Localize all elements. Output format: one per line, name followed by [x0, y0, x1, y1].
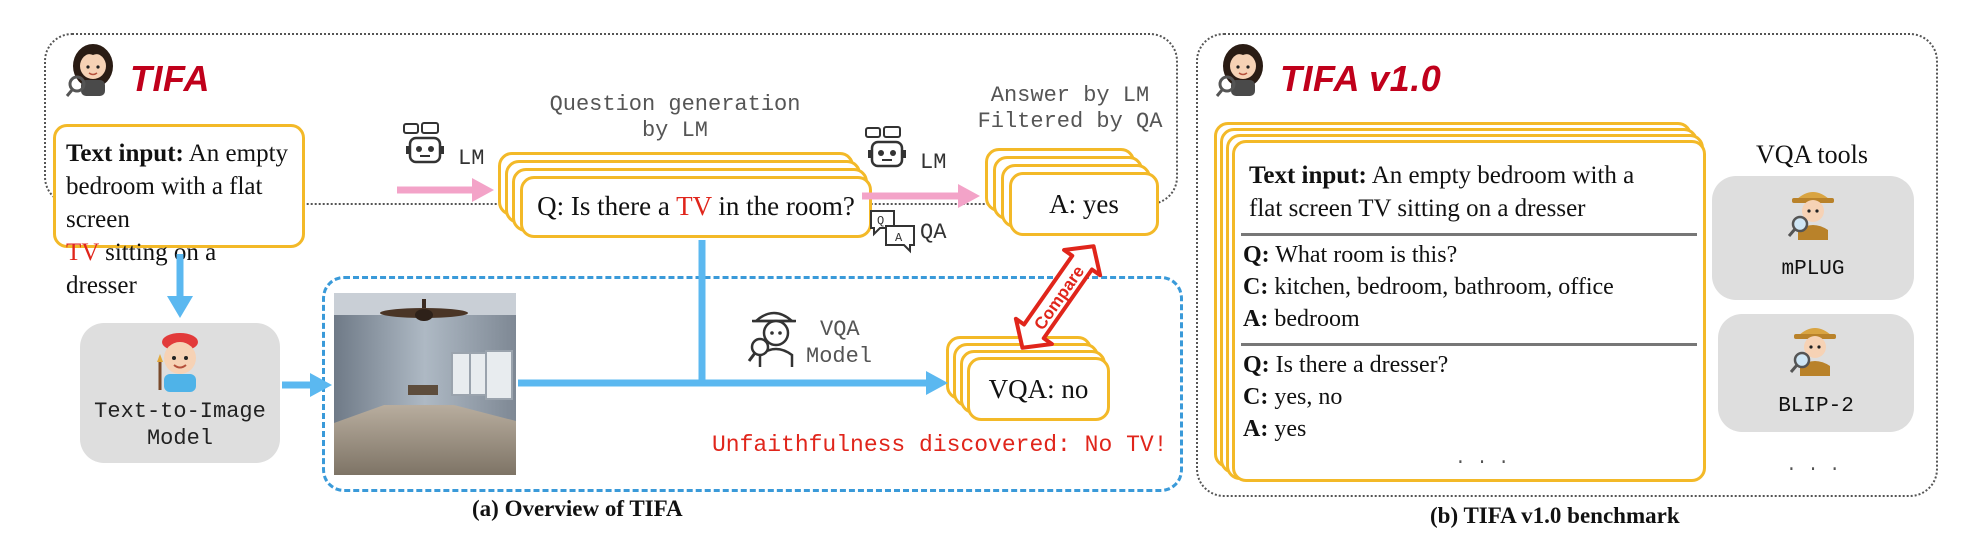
text-input-line1: An empty: [188, 140, 289, 167]
qa-chat-icon: Q A: [870, 210, 915, 254]
compare-double-arrow: Compare: [1013, 244, 1103, 350]
caption-a: (a) Overview of TIFA: [472, 496, 683, 521]
bench-text-input-label: Text input:: [1249, 162, 1367, 189]
lm-label-1: LM: [458, 146, 485, 171]
detective-blip2-icon: [1789, 328, 1836, 376]
svg-text:A: A: [895, 231, 903, 245]
bench-text-input-line1: An empty bedroom with a: [1371, 162, 1635, 189]
text-input-line2: bedroom with a flat screen: [66, 173, 263, 233]
tool-mplug-label: mPLUG: [1781, 258, 1845, 281]
girl-avatar-icon: [65, 44, 113, 97]
bench-card-ellipsis: . . .: [1455, 449, 1510, 469]
girl-avatar-icon-2: [1215, 44, 1263, 97]
question-card: Q: Is there a TV in the room?: [520, 176, 872, 238]
tools-ellipsis: . . .: [1785, 456, 1840, 476]
pink-arrow-1-head: [472, 178, 494, 202]
text-input-line3: sitting on a dresser: [66, 239, 217, 299]
robot-lm-icon: [403, 122, 444, 164]
tool-blip2-label: BLIP-2: [1778, 395, 1854, 418]
qa-label: QA: [920, 220, 947, 245]
benchmark-card: Text input: An empty bedroom with a flat…: [1232, 140, 1706, 482]
question-prefix: Q: Is there a: [537, 191, 677, 221]
caption-b: (b) TIFA v1.0 benchmark: [1430, 503, 1680, 528]
bench-question-1: Q: What room is this? C: kitchen, bedroo…: [1243, 242, 1614, 332]
blue-arrow-t2i-image-head: [310, 373, 332, 397]
text-input-tv: TV: [66, 239, 99, 266]
lm-label-2: LM: [920, 150, 947, 175]
detective-vqa-icon: [747, 311, 796, 367]
text-input-card: Text input: An empty bedroom with a flat…: [53, 124, 305, 299]
answer-header: Answer by LM Filtered by QA: [977, 83, 1163, 134]
answer-card: A: yes: [1009, 172, 1159, 236]
question-gen-header: Question generation by LM: [549, 92, 801, 143]
unfaithfulness-message: Unfaithfulness discovered: No TV!: [712, 432, 1168, 458]
vqa-answer-text: VQA: no: [988, 374, 1089, 404]
t2i-model-label: Text-to-Image Model: [94, 399, 266, 451]
answer-text: A: yes: [1049, 189, 1119, 219]
bench-question-2: Q: Is there a dresser? C: yes, no A: yes: [1243, 352, 1449, 442]
vqa-model-label: VQA Model: [806, 317, 873, 369]
divider-2: [1241, 343, 1697, 346]
tifa-v1-logo-text: TIFA v1.0: [1280, 58, 1442, 99]
svg-text:Q: Q: [877, 214, 884, 228]
vqa-answer-card: VQA: no: [967, 357, 1110, 421]
question-suffix: in the room?: [711, 191, 855, 221]
blue-arrow-image-vqa-head: [926, 371, 948, 395]
generated-bedroom-image: [334, 293, 516, 475]
question-tv: TV: [676, 191, 712, 221]
bench-text-input-line2: flat screen TV sitting on a dresser: [1249, 195, 1586, 222]
tifa-logo-text: TIFA: [130, 58, 210, 99]
detective-mplug-icon: [1787, 192, 1834, 240]
vqa-tools-title: VQA tools: [1756, 140, 1868, 169]
flow-arrows: [167, 178, 980, 397]
artist-avatar-icon: [157, 333, 198, 392]
robot-lm-icon-2: [865, 126, 906, 168]
pink-arrow-2-head: [958, 184, 980, 208]
text-input-label: Text input:: [66, 140, 184, 167]
divider-1: [1241, 233, 1697, 236]
benchmark-panel: [1196, 33, 1938, 497]
blue-arrow-down-head: [167, 296, 193, 318]
